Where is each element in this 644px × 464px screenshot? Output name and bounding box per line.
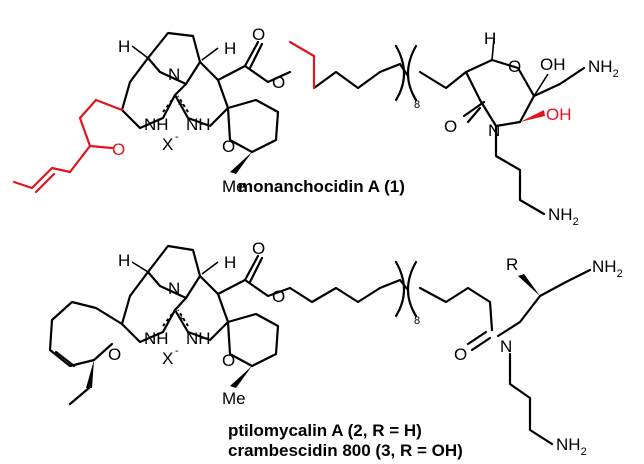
atom-h: H — [224, 253, 236, 272]
bond-chain-2 — [378, 62, 410, 78]
atom-h: H — [118, 37, 130, 56]
atom-r: R — [506, 255, 518, 274]
atom-h: H — [224, 39, 236, 58]
caption-crambescidin-800: crambescidin 800 (3, R = OH) — [228, 441, 463, 460]
bond-chain-1 — [288, 286, 382, 304]
wedge-oh-red — [520, 110, 545, 122]
bond-chain-1 — [312, 70, 382, 90]
atom-n: N — [168, 279, 180, 298]
atom-h: H — [118, 251, 130, 270]
bond-oxepene — [48, 300, 124, 368]
atom-o: O — [222, 137, 235, 156]
atom-o-carbonyl: O — [252, 25, 265, 44]
bond-aminoethyl — [532, 66, 586, 98]
charge-minus: - — [175, 345, 179, 357]
atom-n-ring: N — [488, 121, 500, 140]
atom-nh: NH — [144, 329, 169, 348]
atom-o: O — [108, 345, 121, 364]
atom-n: N — [168, 65, 180, 84]
bond-butenyl-double — [34, 172, 56, 194]
atom-o: O — [222, 351, 235, 370]
bond-repeat-bracket-right — [406, 260, 418, 318]
bond-butenyl-red — [12, 144, 92, 190]
bond-chain-3 — [418, 70, 468, 90]
bond-ethyl — [68, 386, 91, 406]
atom-nh2: NH2 — [592, 257, 623, 280]
atom-me: Me — [222, 389, 246, 408]
atom-nh2: NH2 — [548, 205, 579, 228]
atom-o-red: O — [112, 140, 125, 159]
bond-oh-top — [533, 73, 549, 97]
bond-h-left — [131, 45, 149, 59]
atom-nh: NH — [144, 115, 169, 134]
bond-thp-right — [226, 312, 280, 368]
repeat-count: 8 — [414, 99, 420, 111]
atom-oh: OH — [540, 55, 566, 74]
bond-amide-co-2 — [470, 336, 492, 352]
bond-carbonyl-double — [248, 256, 264, 284]
repeat-count: 8 — [414, 315, 420, 327]
bond-chain-3 — [418, 286, 494, 332]
atom-o-ring: O — [508, 57, 521, 76]
bond-lactam-co — [462, 100, 486, 118]
bond-amine-chain-bottom — [508, 352, 554, 446]
bond-aminopropyl — [494, 124, 546, 216]
bond-ethyl-red — [288, 40, 316, 90]
atom-me: Me — [222, 177, 246, 196]
atom-n-amide: N — [500, 337, 512, 356]
wedge-ethyl — [86, 360, 94, 388]
atom-o-ester: O — [272, 73, 285, 92]
bond-thp-right — [226, 98, 280, 154]
wedge-me-right — [230, 152, 252, 174]
atom-nh: NH — [186, 329, 211, 348]
atom-o-carbonyl: O — [252, 239, 265, 258]
bond-h-right — [201, 47, 219, 61]
atom-o-amide: O — [454, 345, 467, 364]
bond-ester-o — [243, 278, 292, 298]
atom-h: H — [484, 29, 496, 48]
charge-plus: + — [178, 99, 184, 111]
atom-oh-red: OH — [546, 105, 572, 124]
molecule-ptilomycalin-a: H H N + NH NH X - O O Me O O 8 O N R NH2… — [48, 239, 623, 460]
bond-oxepene-double — [54, 350, 76, 368]
charge-plus: + — [178, 313, 184, 325]
bond-chain-2 — [378, 278, 410, 292]
bond-repeat-bracket-right — [406, 44, 418, 102]
bond-amide-co — [466, 330, 488, 346]
bond-h-left — [131, 261, 149, 273]
bond-lactam-co-2 — [466, 106, 482, 124]
bond-h-right — [201, 261, 219, 275]
counterion-x: X — [162, 135, 173, 154]
bond-h-morph — [491, 37, 495, 61]
caption-ptilomycalin-a: ptilomycalin A (2, R = H) — [228, 421, 422, 440]
bond-morpholine — [464, 58, 536, 128]
bond-thf-red — [78, 98, 124, 150]
bond-carbonyl-double — [248, 42, 264, 70]
atom-nh2: NH2 — [588, 57, 619, 80]
bond-amine-chain-top — [496, 268, 592, 338]
bond-repeat-bracket-left — [394, 44, 406, 102]
bond-repeat-bracket-left — [394, 260, 406, 318]
wedge-me-right — [230, 366, 252, 388]
charge-minus: - — [175, 131, 179, 143]
counterion-x: X — [162, 349, 173, 368]
caption-monanchocidin-a: monanchocidin A (1) — [238, 177, 405, 196]
bond-ring-right — [173, 60, 230, 128]
bond-ester-o — [243, 64, 292, 84]
molecule-monanchocidin-a: H H N + NH NH X - O O Me O O 8 H O OH O … — [12, 25, 619, 228]
atom-nh: NH — [186, 115, 211, 134]
bond-ring-right — [173, 274, 230, 342]
atom-o-ester: O — [272, 287, 285, 306]
wedge-r — [518, 274, 540, 296]
atom-nh2: NH2 — [556, 435, 587, 458]
atom-o-lactam: O — [444, 117, 457, 136]
